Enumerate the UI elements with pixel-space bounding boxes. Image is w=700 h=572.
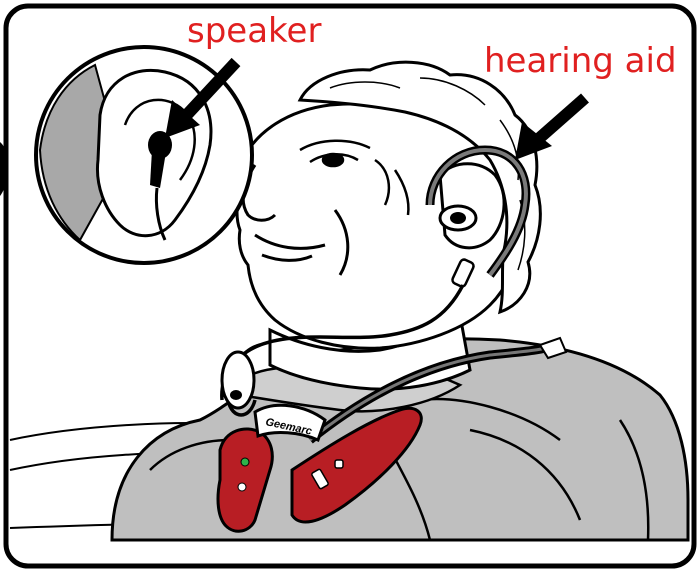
speaker-label: speaker [187,14,321,48]
hearing-aid-label: hearing aid [484,44,677,78]
